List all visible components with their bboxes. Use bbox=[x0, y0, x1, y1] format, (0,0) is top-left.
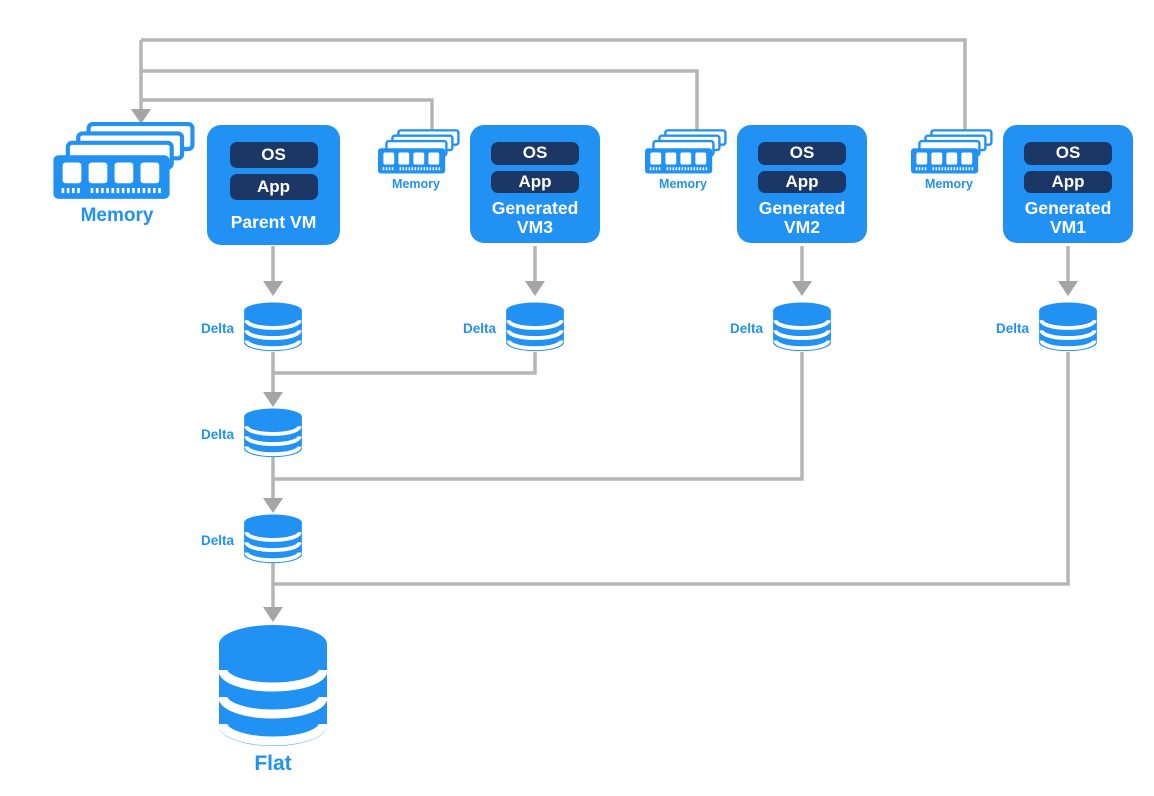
delta-disk-level3: Delta bbox=[164, 514, 304, 566]
vm-name: Parent VM bbox=[231, 206, 317, 245]
delta-label: Delta bbox=[729, 320, 763, 336]
os-pill: OS bbox=[229, 142, 318, 168]
delta-disk-vm3: Delta bbox=[426, 302, 566, 354]
arrowhead-into-delta2 bbox=[263, 392, 283, 407]
vm-name-line1: Generated bbox=[491, 198, 579, 219]
delta-label: Delta bbox=[462, 320, 496, 336]
delta-disk-icon bbox=[1037, 302, 1099, 354]
vm-box-generated-vm1: OS App Generated VM1 bbox=[1003, 125, 1133, 243]
delta-disk-icon bbox=[504, 302, 566, 354]
delta-label: Delta bbox=[200, 532, 234, 548]
app-pill: App bbox=[758, 170, 846, 194]
flat-label: Flat bbox=[254, 752, 292, 775]
vm-name-line1: Generated bbox=[758, 198, 846, 219]
memory-stack-vm3: Memory bbox=[378, 129, 462, 191]
memory-label: Memory bbox=[659, 177, 707, 191]
delta-label: Delta bbox=[200, 320, 234, 336]
vm-box-generated-vm3: OS App Generated VM3 bbox=[470, 125, 600, 243]
flat-disk: Flat bbox=[217, 624, 329, 776]
os-pill: OS bbox=[1024, 142, 1112, 165]
arrowhead-into-delta3 bbox=[263, 498, 283, 513]
delta-label: Delta bbox=[200, 426, 234, 442]
connector-mem-vm1 bbox=[141, 38, 967, 140]
connector-mem-vm3 bbox=[141, 98, 434, 140]
arrowhead-into-parent-memory bbox=[131, 109, 151, 124]
memory-stack-vm1: Memory bbox=[911, 129, 995, 191]
delta-disk-vm2: Delta bbox=[693, 302, 833, 354]
memory-label: Memory bbox=[925, 177, 973, 191]
memory-icon bbox=[911, 129, 995, 176]
vm-name: Generated VM3 bbox=[492, 199, 579, 243]
memory-label: Memory bbox=[80, 205, 154, 226]
arrowhead-into-flat bbox=[263, 607, 283, 622]
os-pill: OS bbox=[758, 142, 846, 165]
app-pill: App bbox=[1024, 170, 1112, 194]
connector-vm2delta-merge bbox=[273, 352, 804, 481]
vm-name-line1: Parent VM bbox=[230, 212, 317, 233]
vm-box-generated-vm2: OS App Generated VM2 bbox=[737, 125, 867, 243]
app-pill: App bbox=[491, 170, 579, 194]
memory-stack-vm2: Memory bbox=[645, 129, 729, 191]
connector-vm1delta-merge bbox=[273, 352, 1070, 586]
delta-disk-vm1: Delta bbox=[959, 302, 1099, 354]
memory-icon bbox=[645, 129, 729, 176]
connector-vm3delta-merge bbox=[273, 352, 537, 375]
connector-mem-vm2 bbox=[141, 69, 699, 140]
arrowhead-into-delta-vm2 bbox=[792, 281, 812, 296]
delta-label: Delta bbox=[995, 320, 1029, 336]
vm-name-line2: VM1 bbox=[1050, 217, 1086, 238]
delta-disk-level2: Delta bbox=[164, 408, 304, 460]
delta-disk-icon bbox=[242, 408, 304, 460]
arrowhead-into-delta-vm3 bbox=[525, 281, 545, 296]
memory-stack-parent: Memory bbox=[53, 122, 199, 227]
delta-disk-parent: Delta bbox=[164, 302, 304, 354]
flat-disk-icon bbox=[217, 624, 329, 748]
delta-disk-icon bbox=[242, 302, 304, 354]
os-pill: OS bbox=[491, 142, 579, 165]
arrowhead-into-delta-parent bbox=[263, 281, 283, 296]
memory-icon bbox=[53, 122, 199, 203]
vm-name-line2: VM2 bbox=[784, 217, 820, 238]
delta-disk-icon bbox=[771, 302, 833, 354]
vm-name: Generated VM1 bbox=[1025, 199, 1112, 243]
memory-label: Memory bbox=[392, 177, 440, 191]
memory-icon bbox=[378, 129, 462, 176]
delta-disk-icon bbox=[242, 514, 304, 566]
vm-box-parent: OS App Parent VM bbox=[207, 125, 340, 245]
app-pill: App bbox=[229, 174, 318, 200]
vm-name-line2: VM3 bbox=[517, 217, 553, 238]
arrowhead-into-delta-vm1 bbox=[1058, 281, 1078, 296]
vm-name-line1: Generated bbox=[1024, 198, 1112, 219]
vm-name: Generated VM2 bbox=[759, 199, 846, 243]
